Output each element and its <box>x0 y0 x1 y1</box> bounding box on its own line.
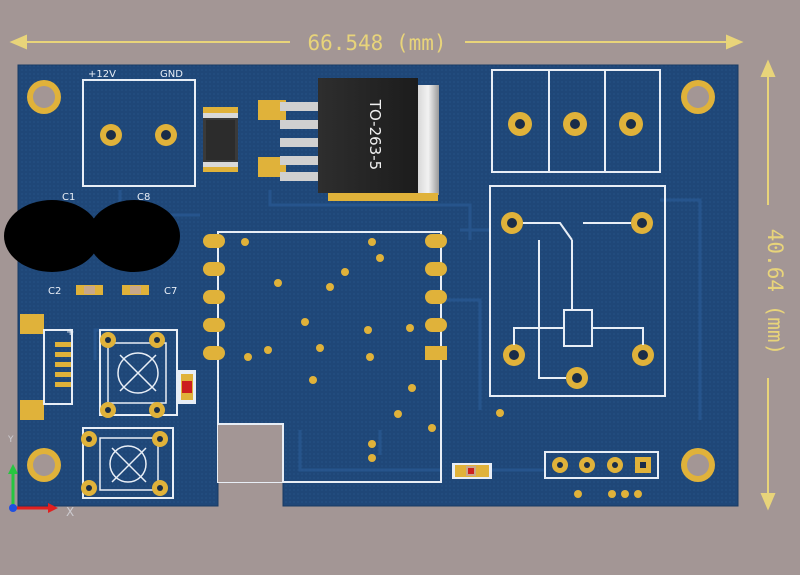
mounting-holes <box>27 80 715 482</box>
svg-text:Y: Y <box>7 435 14 445</box>
capacitor-c8 <box>88 200 180 272</box>
usb-connector: + <box>20 314 74 420</box>
mounting-hole <box>27 448 61 482</box>
tactile-switch-1 <box>99 329 178 418</box>
label-c8: C8 <box>137 192 150 203</box>
power-terminal: +12V GND <box>82 69 196 187</box>
smd-led-small <box>452 463 492 479</box>
height-dimension-label: 40.64 (mm) <box>763 229 787 355</box>
mounting-hole <box>27 80 61 114</box>
mounting-hole <box>681 80 715 114</box>
svg-text:X: X <box>66 505 74 519</box>
label-c1: C1 <box>62 192 75 203</box>
capacitors: C1 C8 <box>4 192 180 272</box>
label-c2: C2 <box>48 286 61 297</box>
usb-plus-mark: + <box>66 327 74 338</box>
relay-footprint <box>489 185 666 397</box>
copper-traces <box>93 190 702 472</box>
smd-caps: C2 C7 <box>48 285 177 297</box>
led-red <box>178 370 196 404</box>
label-c7: C7 <box>164 286 177 297</box>
label-gnd: GND <box>160 69 183 80</box>
capacitor-c1 <box>4 200 100 272</box>
module-footprint <box>203 231 642 498</box>
terminal-block-3pin <box>491 69 661 173</box>
smd-diode <box>203 107 238 172</box>
width-dimension-label: 66.548 (mm) <box>307 31 446 55</box>
regulator-to263: TO-263-5 <box>258 78 439 201</box>
axis-gizmo: Y X <box>7 435 74 519</box>
axis-z-icon <box>9 504 17 512</box>
dimension-height <box>760 59 776 511</box>
pin-header-4 <box>544 451 659 479</box>
tactile-switch-2 <box>81 427 174 499</box>
mounting-hole <box>681 448 715 482</box>
dimension-width <box>9 34 744 50</box>
regulator-label: TO-263-5 <box>366 99 384 170</box>
label-12v: +12V <box>88 69 116 80</box>
